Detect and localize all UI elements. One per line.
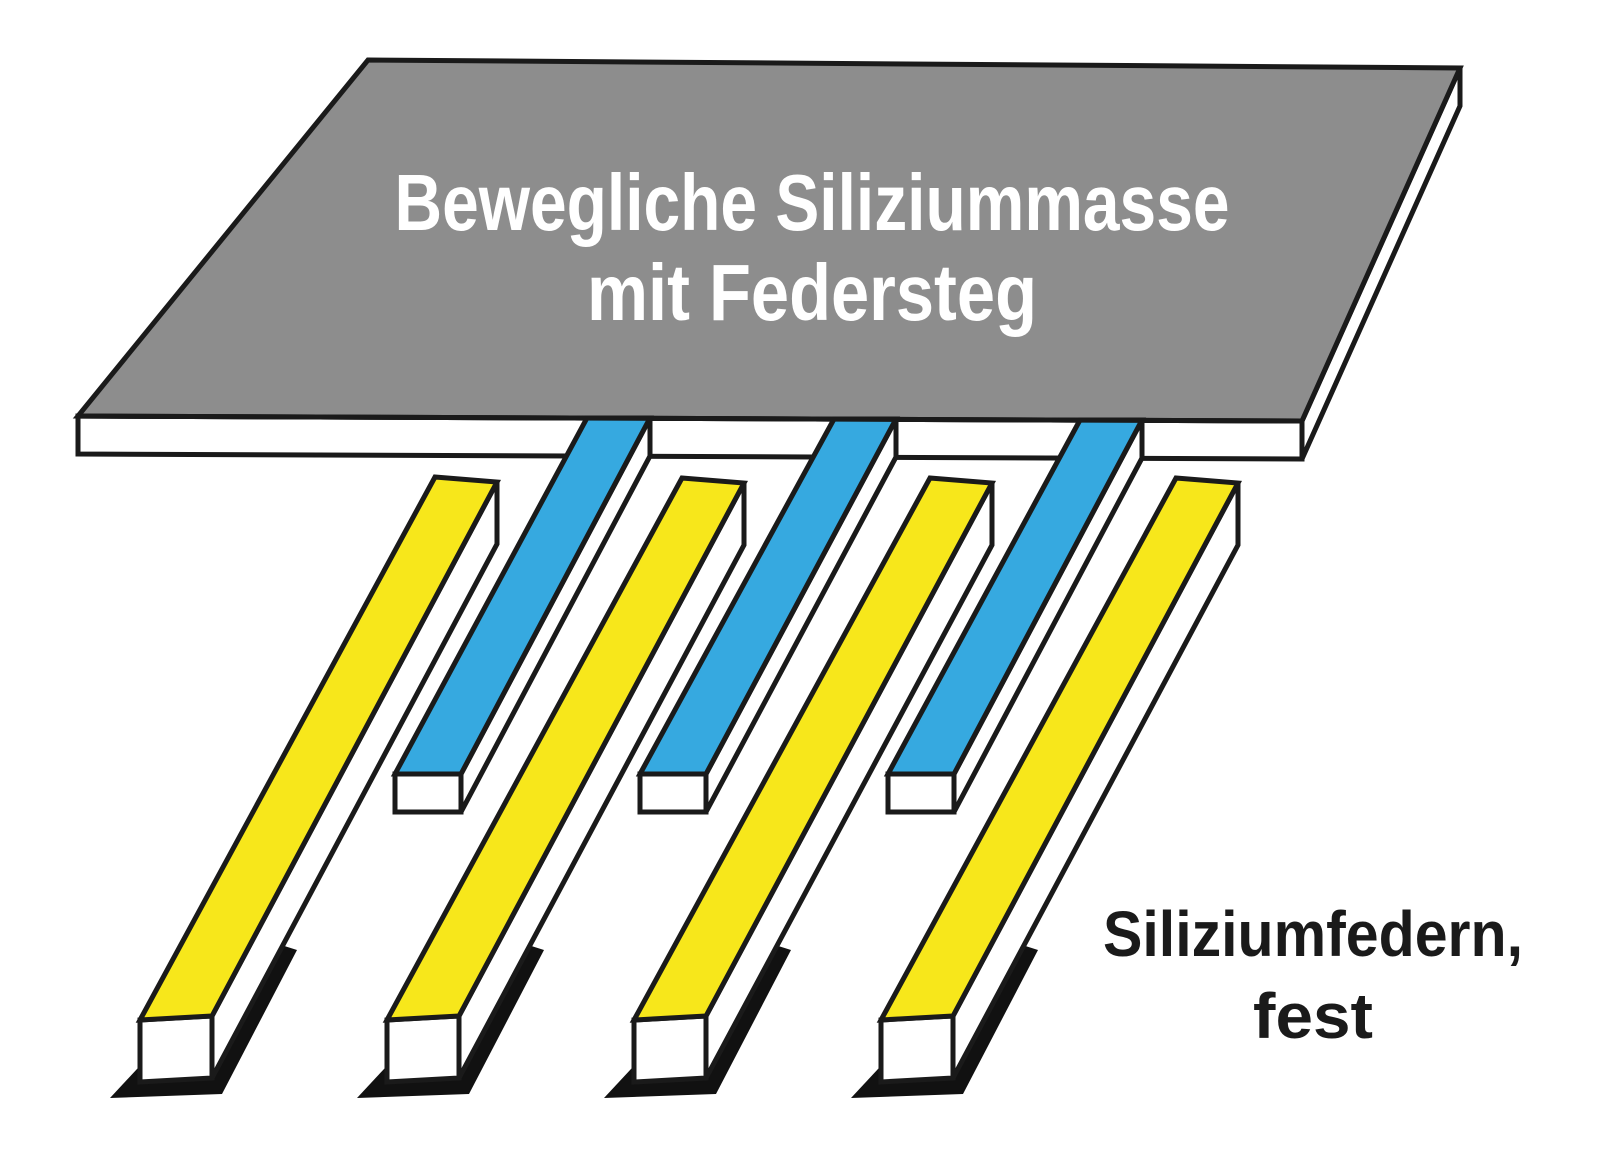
fixed-springs-label: Siliziumfedern, fest <box>1103 898 1523 1052</box>
plate-label: Bewegliche Siliziummasse mit Federsteg <box>395 158 1230 337</box>
spring-bridge-blue-1 <box>390 415 655 815</box>
plate-label-line1: Bewegliche Siliziummasse <box>395 158 1230 247</box>
yellow-beam-top-face <box>382 475 749 1023</box>
fixed-spring-yellow-2 <box>357 475 749 1098</box>
yellow-beam-end-cap <box>137 1013 215 1085</box>
yellow-beam-top-face <box>135 474 502 1023</box>
movable-mass-plate <box>72 57 1464 462</box>
yellow-beam-top-face <box>629 475 997 1023</box>
yellow-beam-end-cap <box>384 1013 462 1085</box>
fixed-spring-yellow-4 <box>851 475 1243 1098</box>
plate-bottom-edge <box>77 413 1303 424</box>
plate-label-line2: mit Federsteg <box>587 248 1037 337</box>
spring-bridge-blue-3 <box>883 417 1147 815</box>
blue-beam-end-cap <box>392 771 464 815</box>
fixed-springs-label-line2: fest <box>1253 980 1373 1052</box>
yellow-beam-top-face <box>876 475 1243 1023</box>
fixed-springs-label-line1: Siliziumfedern, <box>1103 898 1523 970</box>
yellow-beam-end-cap <box>631 1013 709 1085</box>
fixed-spring-yellow-3 <box>604 475 997 1098</box>
yellow-beam-end-cap <box>878 1013 956 1085</box>
blue-beam-end-cap <box>885 771 957 815</box>
fixed-spring-yellow-1 <box>110 474 502 1098</box>
blue-beam-end-cap <box>637 771 709 815</box>
spring-bridge-blue-2 <box>635 416 901 815</box>
